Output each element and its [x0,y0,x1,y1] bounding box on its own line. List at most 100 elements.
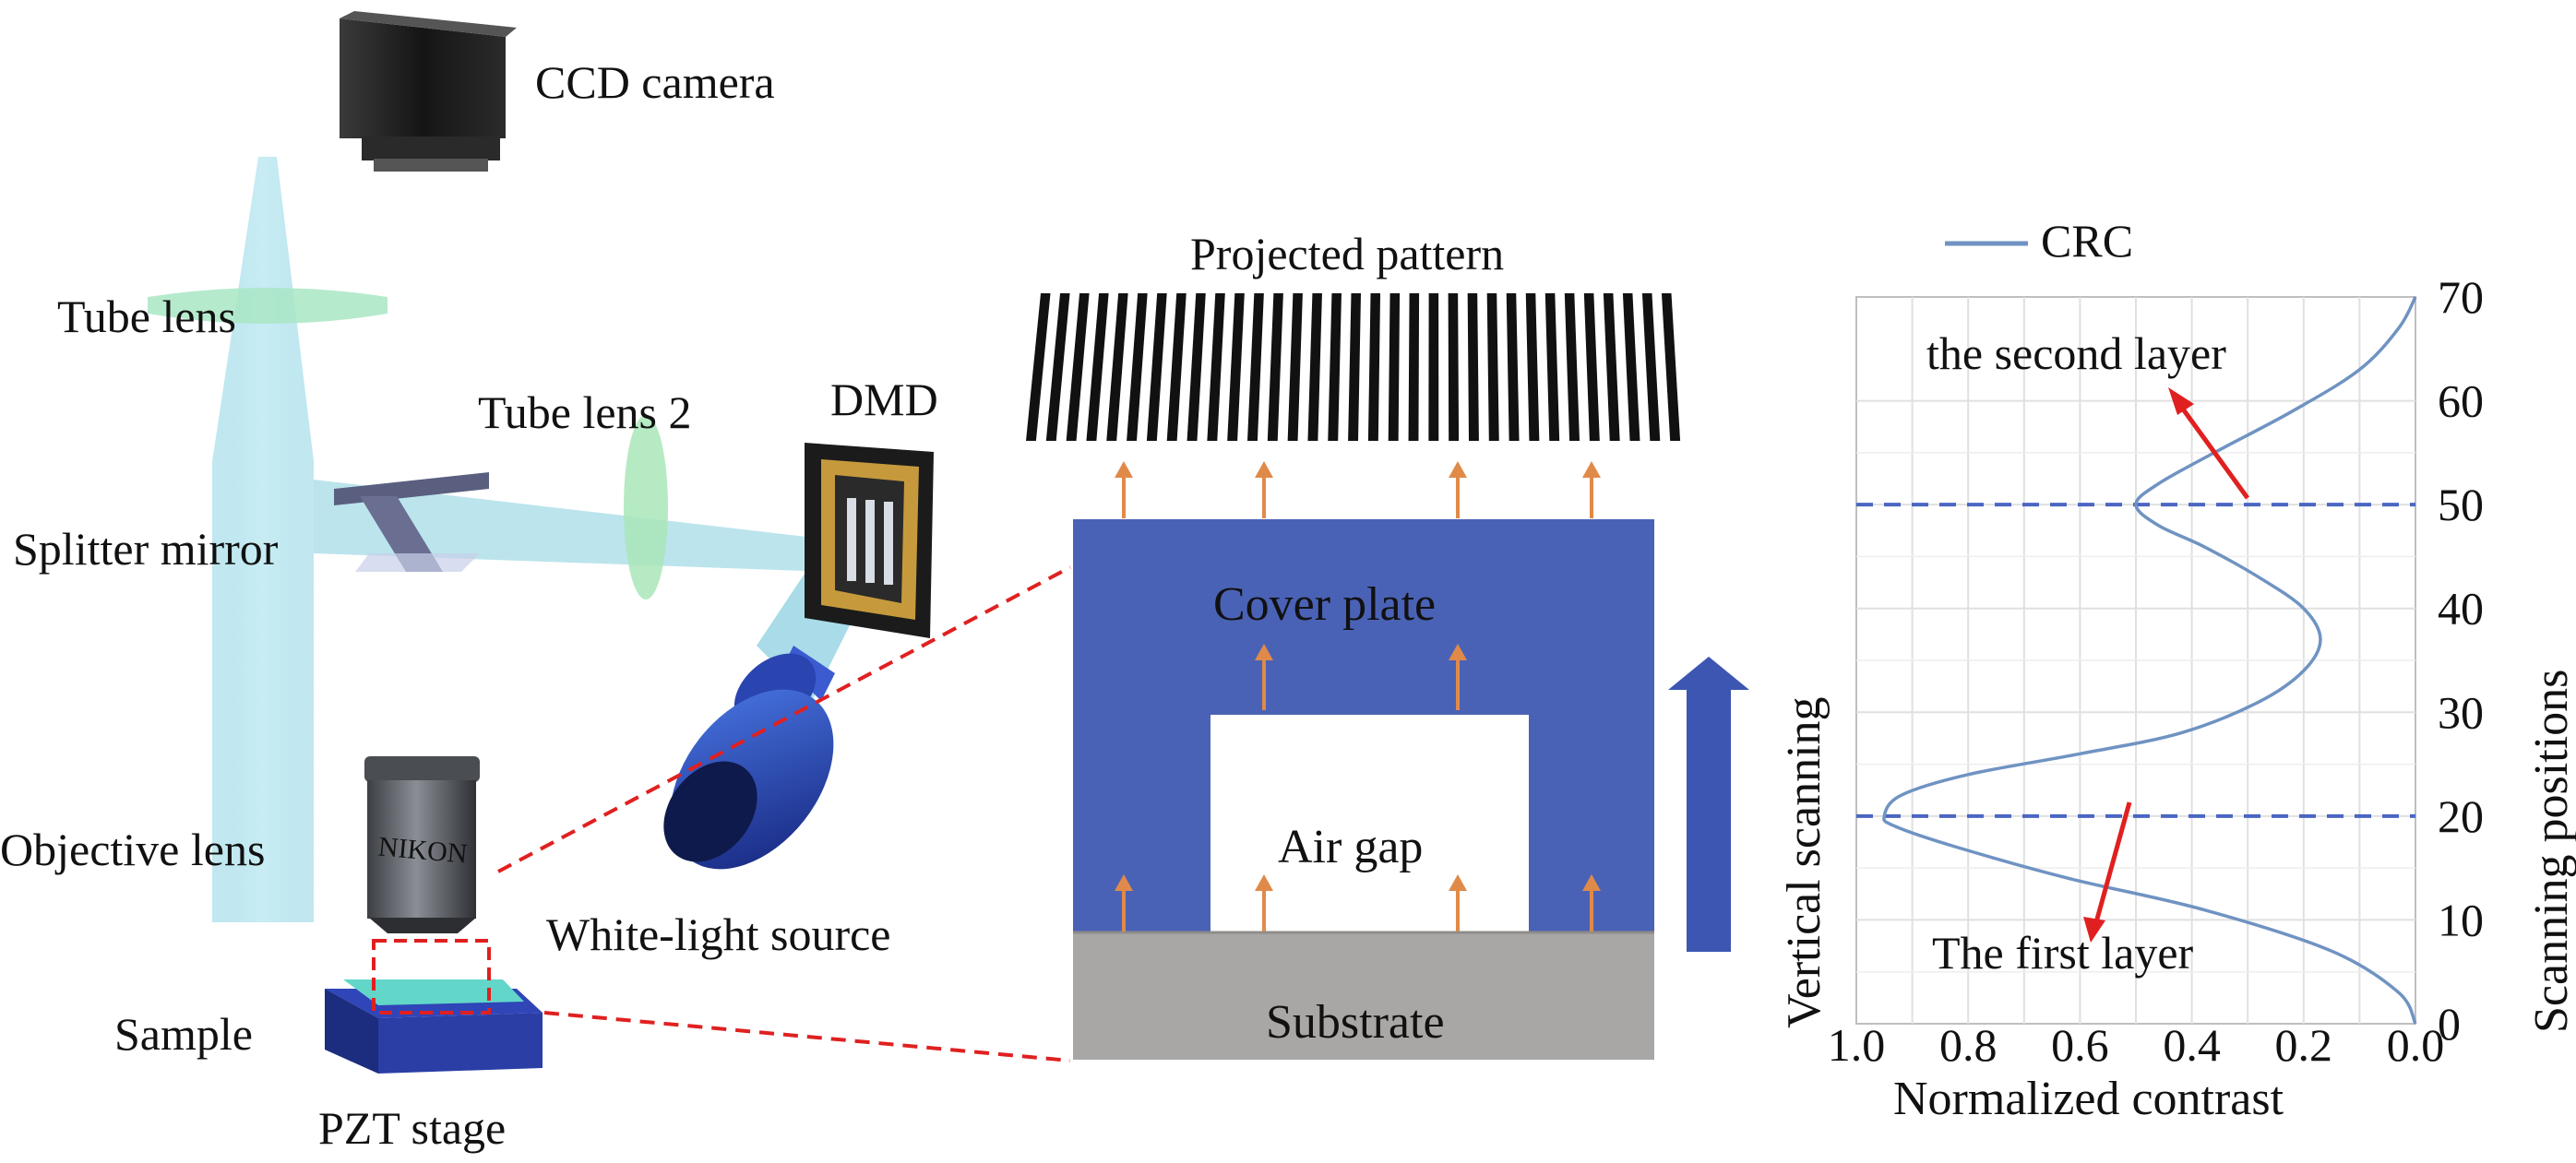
pattern-stripe [1348,293,1361,441]
tube-lens-2-label: Tube lens 2 [478,386,692,438]
x-tick-labels: 1.0 0.8 0.6 0.4 0.2 0.0 [1828,1019,2445,1071]
x-tick-label: 1.0 [1828,1019,1886,1071]
light-arrow-head [1582,874,1601,891]
y-tick-label: 70 [2438,271,2484,323]
pattern-stripe [1287,293,1303,441]
pattern-stripe [1328,293,1342,441]
objective-lens-label: Objective lens [0,824,265,875]
x-tick-label: 0.6 [2051,1019,2109,1071]
x-axis-label: Normalized contrast [1893,1073,2284,1125]
splitter-mirror [334,472,489,572]
pattern-stripe [1127,293,1148,441]
light-arrow-head [1582,461,1601,478]
splitter-mirror-label: Splitter mirror [13,523,279,575]
light-arrow-head [1449,461,1467,478]
objective-lens [364,756,480,933]
x-tick-label: 0.0 [2387,1019,2445,1071]
y-tick-label: 30 [2438,686,2484,738]
light-arrow-head [1255,461,1273,478]
pattern-stripe [1045,293,1070,441]
light-arrow-head [1449,874,1467,891]
light-arrows-inner [1115,644,1601,932]
pattern-stripe [1086,293,1109,441]
second-layer-arrow-shaft [2176,402,2250,500]
projected-pattern [1026,293,1681,441]
pattern-stripe [1544,293,1560,441]
pattern-stripe [1026,293,1051,441]
optical-setup: CCD camera Tube lens Splitter mirror Tub… [0,11,1071,1154]
pattern-stripe [1367,293,1381,441]
cover-plate-label: Cover plate [1213,578,1436,631]
y-tick-label: 20 [2438,790,2484,842]
x-tick-label: 0.2 [2275,1019,2333,1071]
second-layer-arrow-head [2168,387,2194,415]
pattern-stripe [1603,293,1620,441]
pattern-stripe [1247,293,1264,441]
pattern-stripe [1207,293,1225,441]
sample-highlight-box [372,939,491,1015]
pattern-stripe [1641,293,1661,441]
substrate [1073,932,1654,1060]
pattern-stripe [1448,293,1460,441]
light-arrow-head [1115,874,1133,891]
pattern-stripe [1525,293,1540,441]
pattern-stripe [1408,293,1420,441]
light-arrow-head [1255,644,1273,660]
projected-pattern-label: Projected pattern [1190,228,1504,279]
light-arrows-top [1115,461,1601,518]
pattern-stripe [1307,293,1322,441]
vertical-scanning-arrow [1668,657,1749,952]
y-tick-label: 40 [2438,583,2484,635]
pattern-stripe [1388,293,1401,441]
y-tick-label: 0 [2438,998,2461,1050]
pattern-stripe [1583,293,1600,441]
y-tick-label: 10 [2438,894,2484,945]
sample [343,979,524,1005]
first-layer-arrow-head [2083,917,2105,943]
light-arrow-head [1115,461,1133,478]
horizontal-light-beam [314,480,830,572]
pattern-stripe [1066,293,1090,441]
sample-label: Sample [114,1008,253,1060]
dmd-label: DMD [830,374,938,425]
pattern-stripe [1506,293,1520,441]
pattern-stripe [1622,293,1640,441]
light-arrow-head [1449,644,1467,660]
pattern-stripe [1564,293,1580,441]
pattern-stripe [1146,293,1167,441]
air-gap-label: Air gap [1278,821,1423,873]
second-layer-annotation: the second layer [1926,327,2226,379]
substrate-label: Substrate [1266,996,1445,1049]
zoom-line-bottom [543,1011,1071,1062]
x-tick-label: 0.4 [2163,1019,2221,1071]
dmd [805,443,934,638]
light-arrow-head [1255,874,1273,891]
vertical-light-beam [212,157,314,922]
first-layer-annotation: The first layer [1932,927,2194,979]
pattern-stripe [1467,293,1479,441]
pattern-stripe [1486,293,1499,441]
white-light-source-label: White-light source [546,908,891,960]
y-tick-label: 50 [2438,479,2484,530]
first-layer-arrow-shaft [2093,801,2132,923]
y-axis-label: Scanning positions [2525,670,2576,1033]
ccd-camera [340,11,517,172]
tube-lens-2 [624,415,668,599]
zoom-line-top [497,565,1071,873]
legend-label: CRC [2041,215,2133,267]
pattern-stripe [1166,293,1187,441]
structure-diagram: Projected pattern Cover plate Air gap Su… [1026,228,1831,1060]
pattern-stripe [1267,293,1283,441]
pattern-stripe [1428,293,1439,441]
pattern-stripe [1106,293,1128,441]
x-tick-label: 0.8 [1939,1019,1998,1071]
pattern-stripe [1227,293,1245,441]
tube-lens-label: Tube lens [57,291,236,342]
vertical-scanning-label: Vertical scanning [1778,696,1831,1028]
white-light-source [663,646,835,870]
chart-grid [1855,296,2416,1025]
tube-lens [148,288,388,324]
